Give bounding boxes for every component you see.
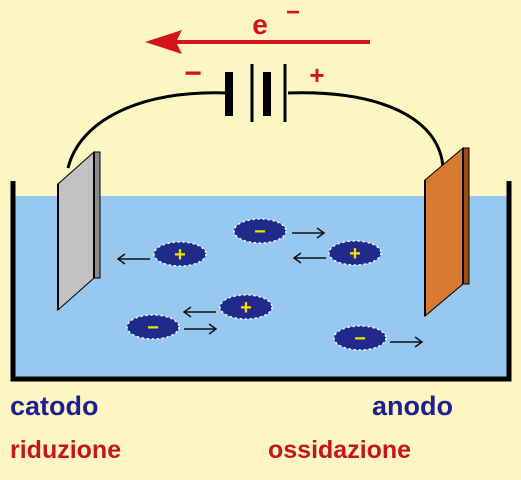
anode-label: anodo	[372, 391, 453, 421]
ion-body	[333, 325, 387, 351]
ion-arrowhead-icon	[208, 323, 218, 335]
ion: −	[126, 314, 218, 340]
electron-label: e	[252, 9, 268, 40]
ion-body	[219, 294, 273, 320]
ion: −	[233, 218, 326, 244]
ion-sign: −	[354, 328, 366, 350]
cathode-process-label: riduzione	[10, 436, 122, 464]
ion-arrowhead-icon	[292, 252, 302, 264]
cathode-label: catodo	[10, 391, 99, 421]
ion-sign: +	[174, 244, 186, 266]
ion: −	[333, 325, 424, 351]
ion-layer: + − + + − −	[116, 218, 424, 351]
anode-process-label: ossidazione	[268, 436, 412, 464]
ion-body	[233, 218, 287, 244]
beaker	[10, 181, 512, 382]
anode-electrode	[424, 146, 470, 318]
wire-right	[287, 91, 445, 169]
ion: +	[116, 241, 207, 267]
ion-body	[126, 314, 180, 340]
ion-sign: −	[147, 317, 159, 339]
ion-sign: +	[349, 243, 361, 265]
ion: +	[292, 240, 382, 266]
wire-left	[66, 91, 229, 169]
ion-arrowhead-icon	[414, 336, 424, 348]
battery-positive-sign: +	[309, 60, 324, 90]
cathode-electrode	[57, 150, 101, 312]
ion-body	[153, 241, 207, 267]
ion-sign: −	[254, 221, 266, 243]
ion-arrowhead-icon	[116, 253, 126, 265]
ion-body	[328, 240, 382, 266]
battery-negative-sign: −	[184, 57, 202, 90]
ion: +	[182, 294, 273, 320]
ion-arrowhead-icon	[316, 227, 326, 239]
ion-arrowhead-icon	[182, 306, 192, 318]
electron-flow-arrow-icon	[145, 30, 370, 54]
electron-charge: −	[286, 0, 300, 26]
battery-icon	[225, 64, 288, 122]
ion-sign: +	[240, 297, 252, 319]
